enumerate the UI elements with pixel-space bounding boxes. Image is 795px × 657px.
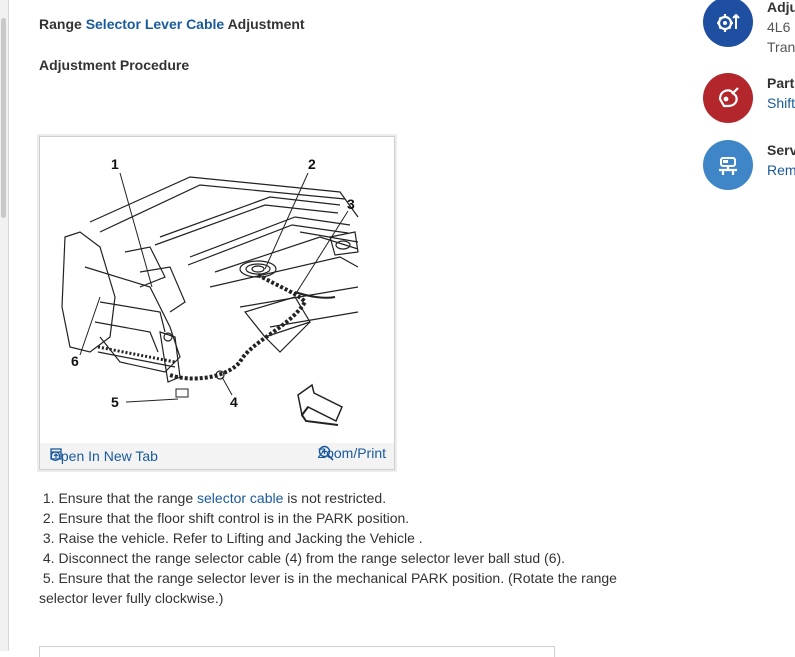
step-2: 2. Ensure that the floor shift control i…	[42, 510, 410, 526]
sidebar-line: Tran	[767, 39, 795, 55]
title-link-selector-lever-cable[interactable]: Selector Lever Cable	[85, 16, 225, 32]
sidebar-icon-circle	[703, 140, 753, 190]
callout-1: 1	[111, 156, 119, 172]
zoom-print-button[interactable]: Zoom/Print	[317, 445, 386, 461]
sidebar-line: 4L6	[767, 19, 791, 35]
page-title: Range Selector Lever Cable Adjustment	[39, 16, 305, 32]
sidebar-item-parts[interactable]: Part Shift	[703, 73, 795, 133]
sidebar-link[interactable]: Rem	[767, 162, 795, 178]
selector-cable-link[interactable]: selector cable	[197, 490, 284, 506]
part-tag-icon	[718, 87, 739, 108]
figure-panel: 1 2 3 4 5 6 Open In New Tab	[39, 136, 395, 470]
step-5: 5. Ensure that the range selector lever …	[39, 570, 617, 606]
sidebar-item-service[interactable]: Serv Rem	[703, 140, 795, 200]
callout-2: 2	[308, 156, 316, 172]
sidebar-title: Part	[767, 75, 795, 91]
section-heading: Adjustment Procedure	[39, 57, 190, 73]
cable-diagram[interactable]: 1 2 3 4 5 6	[40, 137, 394, 443]
step-4: 4. Disconnect the range selector cable (…	[42, 550, 566, 566]
callout-3: 3	[347, 196, 355, 212]
new-tab-icon	[50, 448, 62, 460]
callout-4: 4	[230, 394, 238, 410]
sidebar-link[interactable]: Shift	[767, 95, 795, 111]
gear-adjust-icon	[717, 13, 740, 32]
figure-toolbar: Open In New Tab Zoom/Print	[40, 443, 394, 469]
left-scrollbar[interactable]	[0, 0, 9, 651]
scrollbar-thumb[interactable]	[1, 18, 6, 218]
sidebar-item-adjustment[interactable]: Adju 4L6 Tran	[703, 0, 795, 60]
sidebar-title: Serv	[767, 142, 795, 158]
sidebar-icon-circle	[703, 73, 753, 123]
zoom-in-icon	[318, 445, 334, 461]
callout-5: 5	[111, 394, 119, 410]
callout-6: 6	[71, 353, 79, 369]
procedure-steps: 1. Ensure that the range selector cable …	[39, 488, 639, 608]
open-in-new-tab-button[interactable]: Open In New Tab	[50, 448, 158, 464]
step-1: 1. Ensure that the range selector cable …	[42, 490, 387, 506]
step-3: 3. Raise the vehicle. Refer to Lifting a…	[42, 530, 423, 546]
sidebar-title: Adju	[767, 0, 795, 15]
sidebar-icon-circle	[703, 0, 753, 47]
vehicle-lift-icon	[719, 157, 737, 175]
next-section-box	[39, 646, 555, 657]
